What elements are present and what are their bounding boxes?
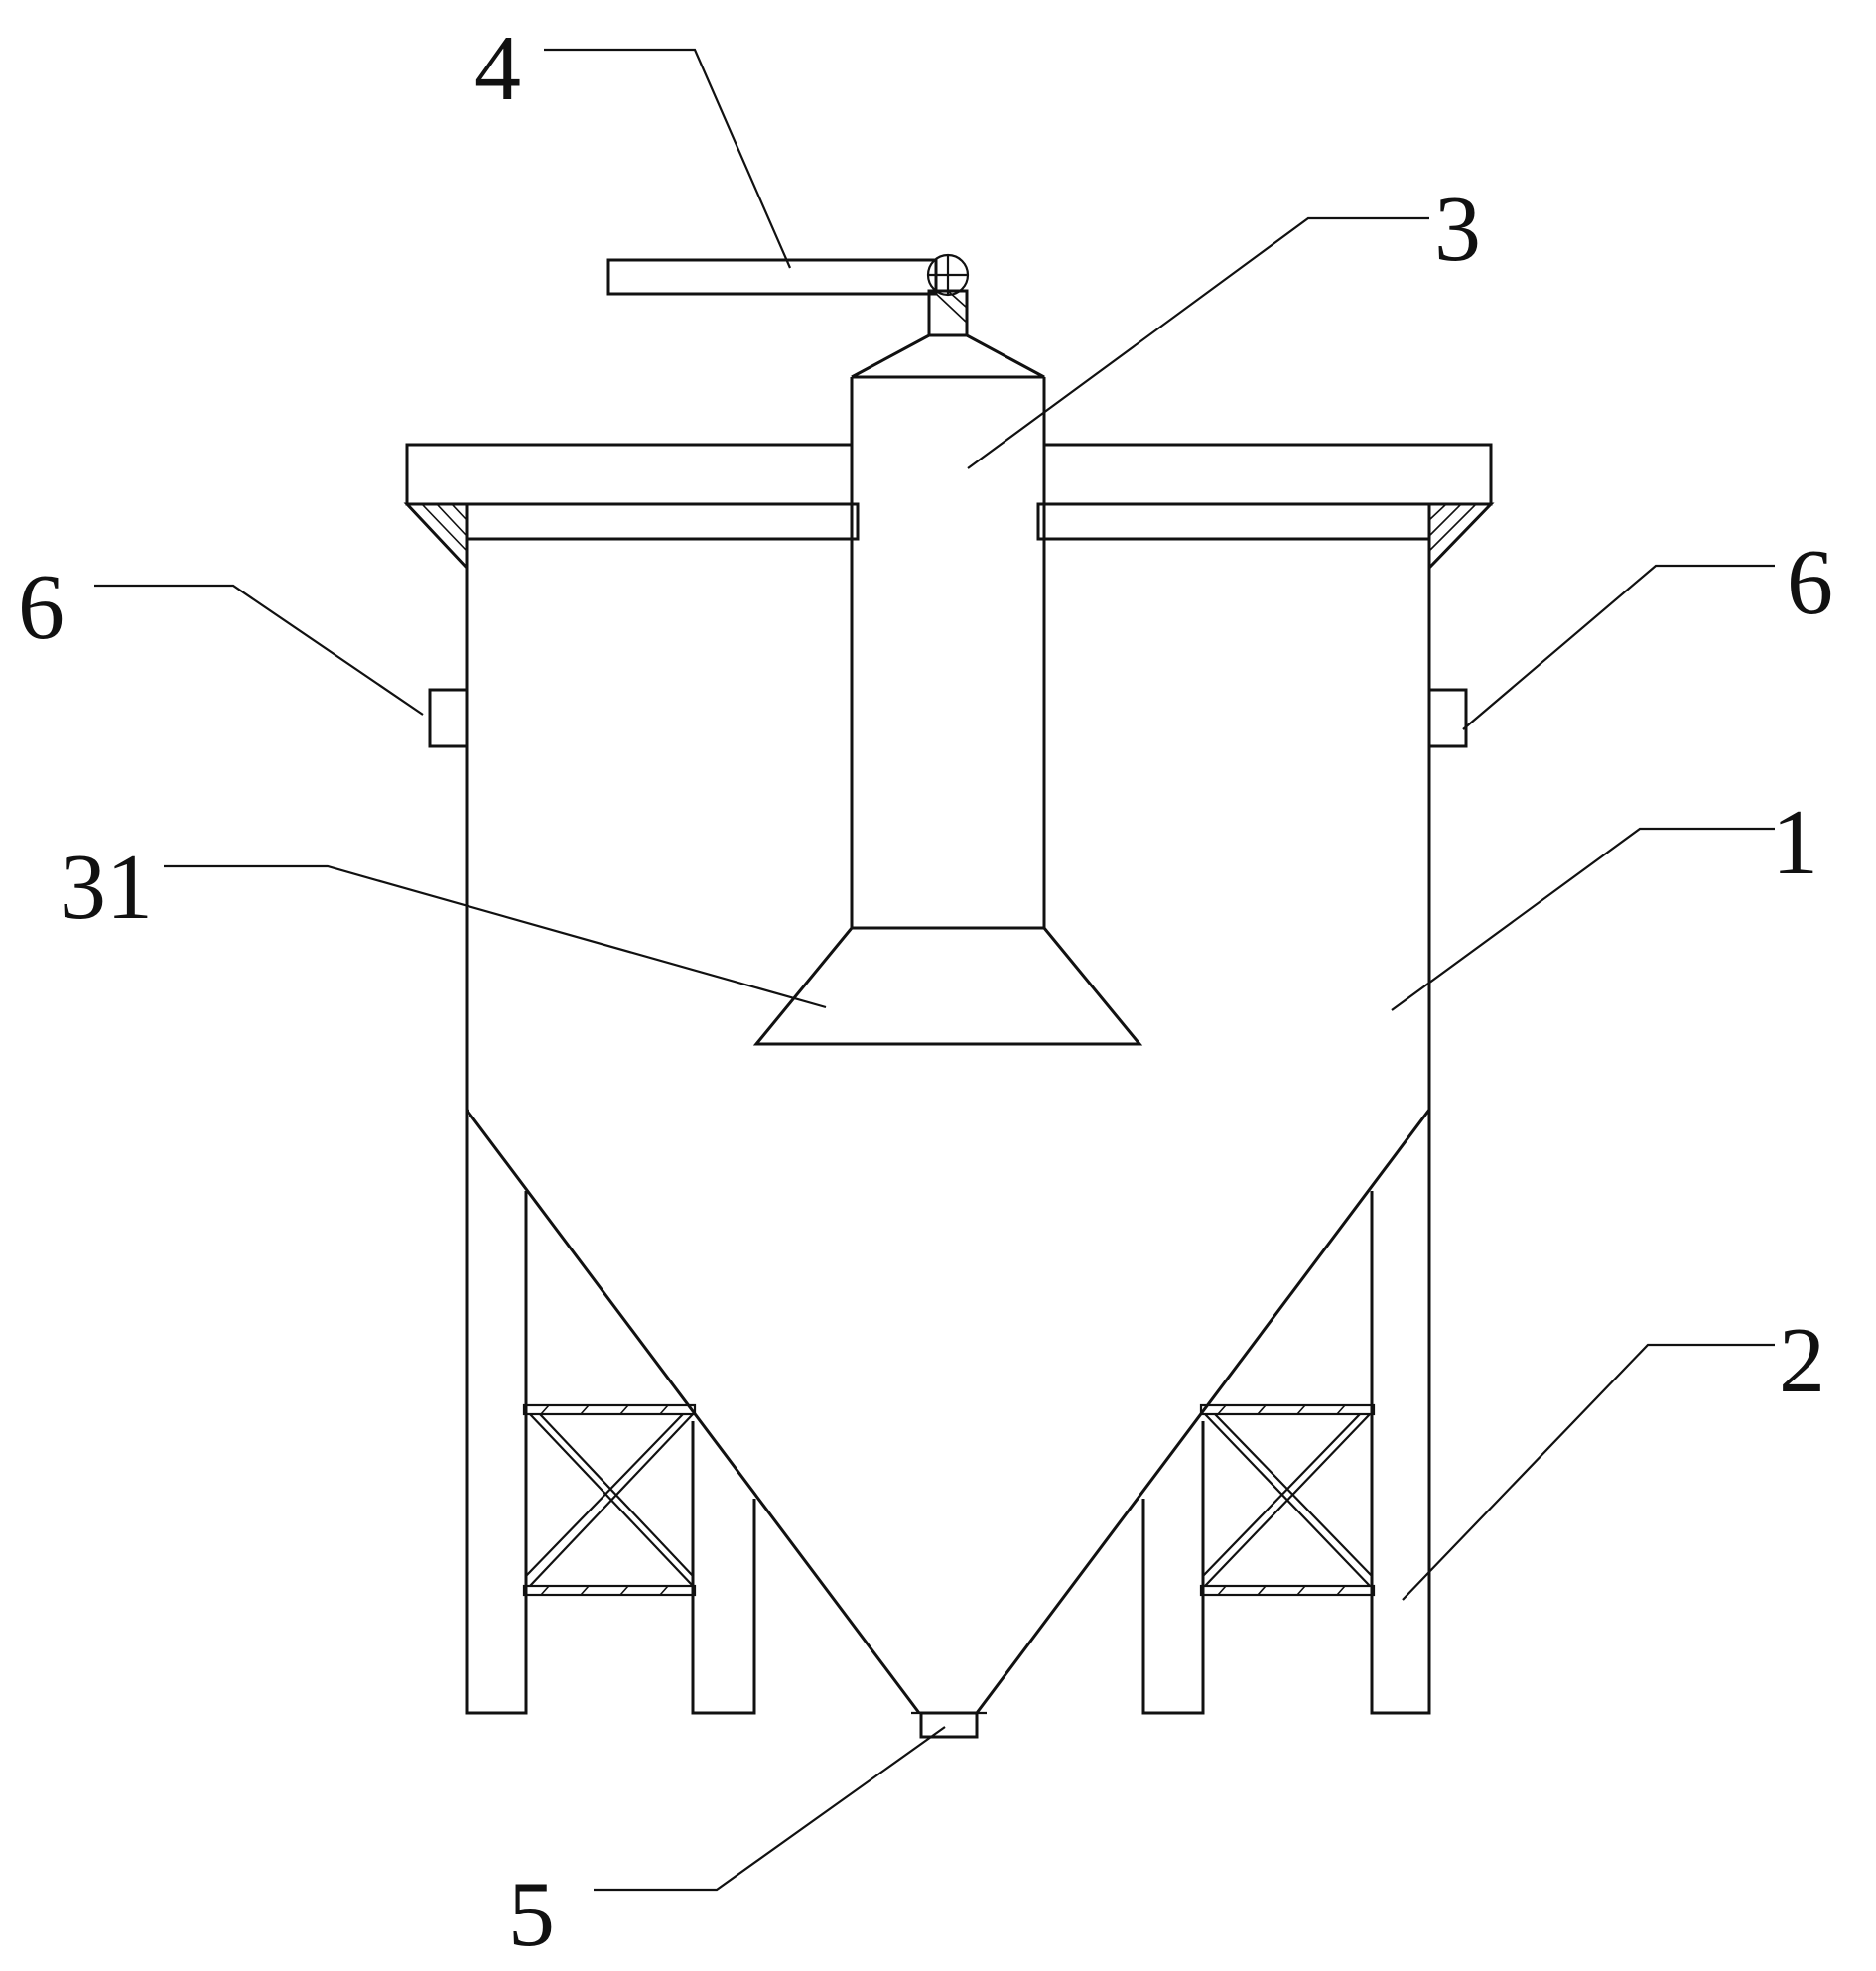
left-cross-bracing (522, 1403, 697, 1597)
leader-2 (1402, 1343, 1775, 1601)
right-cross-bracing (1199, 1403, 1376, 1597)
label-31: 31 (60, 836, 153, 939)
inlet-pipe (606, 253, 970, 297)
reference-labels: 4 3 6 6 31 1 2 5 (18, 17, 1833, 1966)
leader-1 (1391, 827, 1775, 1011)
label-5: 5 (508, 1863, 555, 1966)
label-6-left: 6 (18, 556, 65, 659)
label-2: 2 (1779, 1309, 1825, 1412)
label-6-right: 6 (1787, 531, 1833, 634)
label-4: 4 (474, 17, 521, 120)
leader-5 (594, 1726, 946, 1892)
bottom-outlet (911, 1711, 987, 1739)
label-3: 3 (1434, 178, 1481, 281)
label-1: 1 (1772, 791, 1818, 894)
top-cover (403, 443, 1495, 572)
leader-31 (164, 864, 827, 1009)
leader-6-left (94, 584, 424, 716)
tank-body (465, 504, 1431, 1714)
support-legs (465, 1110, 1431, 1715)
leader-4 (544, 48, 792, 269)
side-lugs (428, 688, 1468, 748)
leader-6-right (1462, 564, 1775, 730)
leader-3 (967, 216, 1429, 469)
bell-mouth (752, 926, 1143, 1046)
central-pipe (850, 289, 1046, 928)
leader-lines (94, 48, 1775, 1892)
